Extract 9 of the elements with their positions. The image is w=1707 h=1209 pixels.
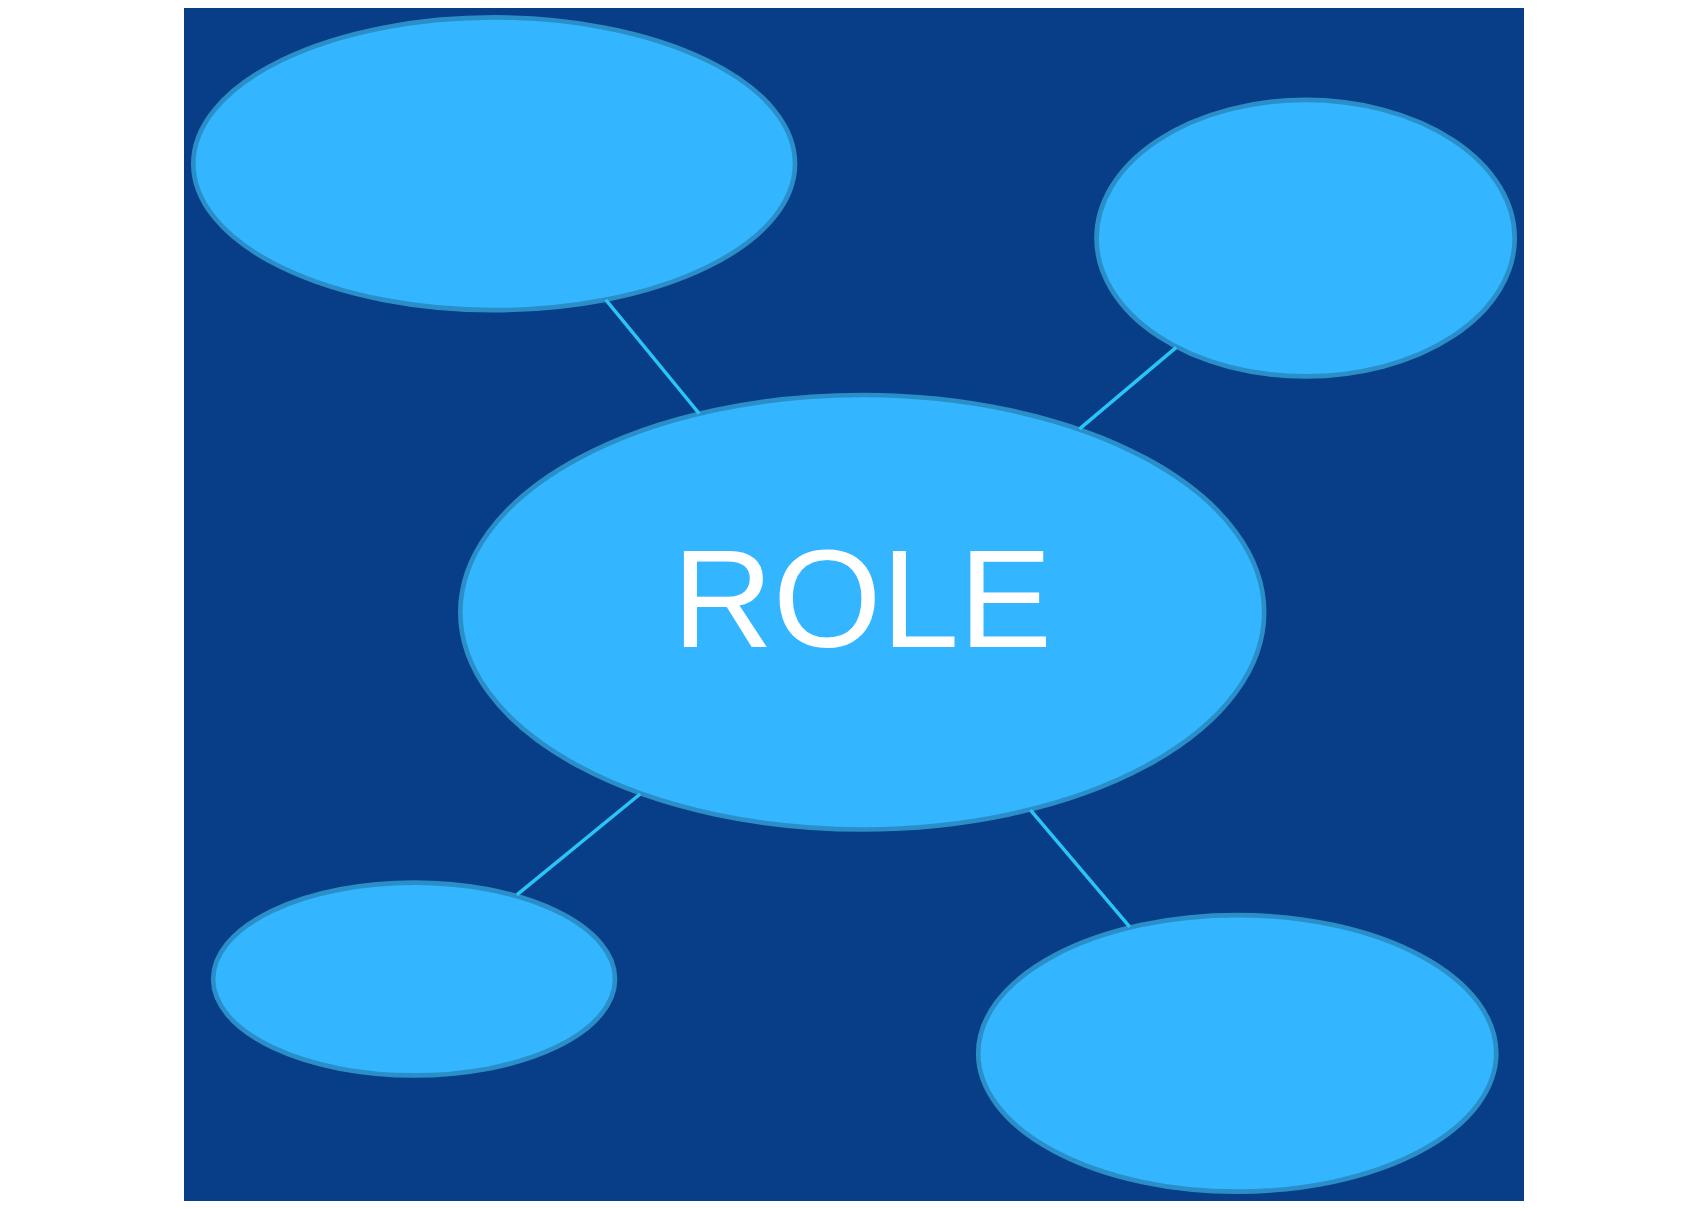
node-ellipse <box>975 912 1499 1194</box>
connector <box>1028 809 1131 928</box>
connector <box>604 298 701 415</box>
node-ellipse: ROLE <box>457 392 1266 832</box>
node-ellipse <box>190 15 797 313</box>
connector <box>1077 346 1177 431</box>
node-ellipse <box>1093 97 1517 379</box>
node-ellipse <box>210 880 617 1078</box>
connector <box>515 792 641 897</box>
